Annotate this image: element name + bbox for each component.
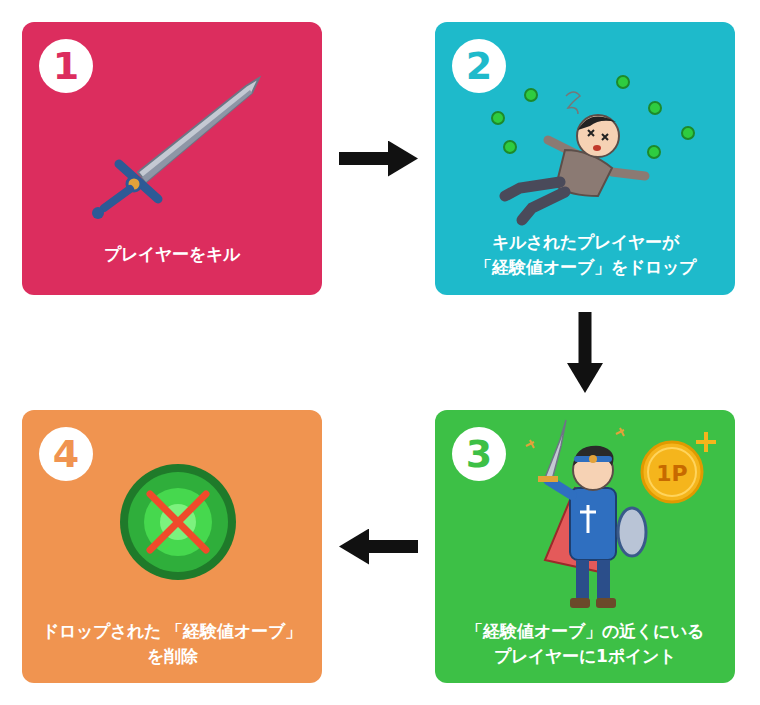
flow-arrow bbox=[361, 540, 418, 553]
flow-arrow bbox=[579, 312, 592, 371]
step-caption: キルされたプレイヤーが 「経験値オーブ」をドロップ bbox=[443, 230, 727, 280]
step-number: 3 bbox=[452, 427, 506, 481]
flow-arrow bbox=[339, 152, 396, 165]
removed-orb-illustration bbox=[120, 464, 236, 580]
step-caption: ドロップされた 「経験値オーブ」を削除 bbox=[30, 619, 314, 669]
step-number: 4 bbox=[39, 427, 93, 481]
sword-illustration bbox=[92, 78, 259, 219]
step-caption: 「経験値オーブ」の近くにいる プレイヤーに1ポイント bbox=[443, 619, 727, 669]
step-number: 1 bbox=[39, 39, 93, 93]
hero-illustration bbox=[526, 420, 716, 608]
step-caption: プレイヤーをキル bbox=[30, 242, 314, 267]
coin-label: 1P bbox=[656, 461, 687, 486]
fallen-player-illustration bbox=[492, 76, 694, 220]
step-number: 2 bbox=[452, 39, 506, 93]
